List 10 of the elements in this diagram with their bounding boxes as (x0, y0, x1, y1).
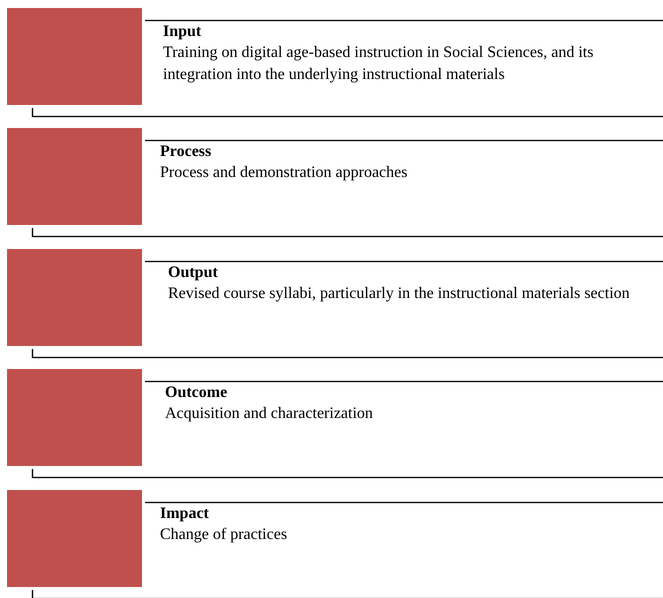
stage-heading: Input (163, 22, 202, 42)
stage-description: Process and demonstration approaches (160, 163, 408, 183)
stage-heading: Outcome (165, 383, 228, 403)
stage-heading: Output (168, 263, 219, 283)
stage-description: Training on digital age-based instruction in Social Sciences, and its integration into the underlying instructional materials (163, 43, 594, 85)
stage-heading: Impact (160, 504, 210, 524)
stage-heading: Process (160, 142, 212, 162)
stage-description: Change of practices (160, 525, 288, 545)
stage-description: Acquisition and characterization (165, 404, 374, 424)
stage-description: Revised course syllabi, particularly in the instructional materials section (168, 284, 631, 304)
